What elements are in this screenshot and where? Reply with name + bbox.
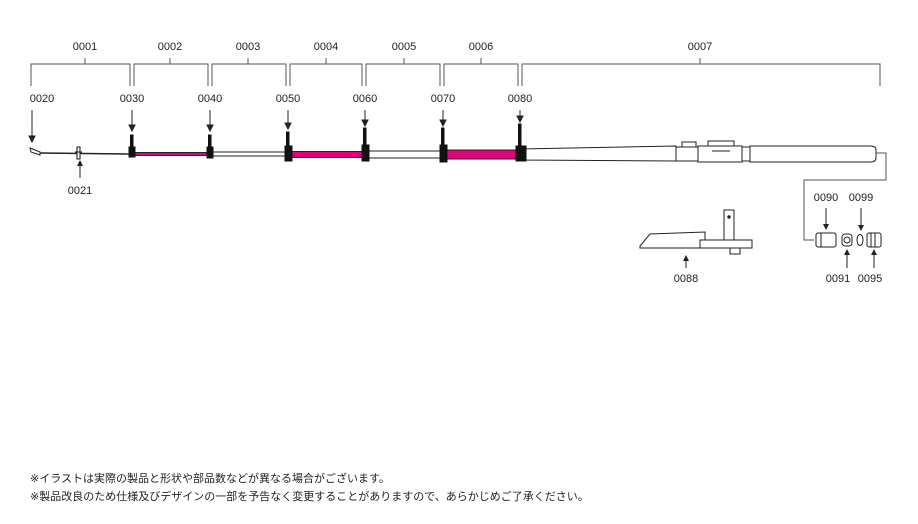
- rod-section-0003: [209, 151, 289, 157]
- section-label-0005: 0005: [392, 41, 416, 53]
- section-label-0007: 0007: [688, 41, 712, 53]
- rod-section-0005: [364, 150, 444, 159]
- rod-parts-diagram: 0001 0002 0003 0004 0005 0006 0007 0020 …: [28, 41, 887, 285]
- part-label-0090: 0090: [814, 192, 838, 204]
- section-label-0003: 0003: [236, 41, 260, 53]
- guide-label-0040: 0040: [198, 93, 222, 105]
- footnote-1: ※イラストは実際の製品と形状や部品数などが異なる場合がございます。: [30, 472, 390, 485]
- section-label-0004: 0004: [314, 41, 338, 53]
- guide-label-0060: 0060: [353, 93, 377, 105]
- section-label-0001: 0001: [73, 41, 97, 53]
- section-label-0002: 0002: [158, 41, 182, 53]
- rod-section-0002: [131, 152, 211, 156]
- part-0090: [815, 232, 837, 248]
- footnotes: ※イラストは実際の製品と形状や部品数などが異なる場合がございます。 ※製品改良の…: [30, 470, 900, 506]
- rod-section-0007: [519, 145, 677, 162]
- rod-blank: [29, 140, 877, 163]
- reel-seat-part-0088: [639, 209, 753, 255]
- guide-label-0030: 0030: [120, 93, 144, 105]
- rod-section-0006: [442, 149, 521, 160]
- part-label-0095: 0095: [858, 273, 882, 285]
- rod-guides: [75, 123, 527, 163]
- part-label-0088: 0088: [674, 273, 698, 285]
- section-label-0006: 0006: [469, 41, 493, 53]
- butt-cap-parts: [815, 232, 882, 248]
- guide-arrows: [28, 110, 524, 144]
- part-label-0091: 0091: [826, 273, 850, 285]
- part-label-0021: 0021: [68, 185, 92, 197]
- guide-label-0070: 0070: [431, 93, 455, 105]
- guide-label-0050: 0050: [276, 93, 300, 105]
- rod-section-0004: [287, 151, 366, 158]
- guide-label-0080: 0080: [508, 93, 532, 105]
- part-label-0099: 0099: [849, 192, 873, 204]
- footnote-2: ※製品改良のため仕様及びデザインの一部を予告なく変更することがありますので、あら…: [30, 490, 589, 503]
- part-0099: [856, 234, 864, 246]
- part-0095: [866, 232, 882, 248]
- butt-callout-line: [803, 152, 887, 241]
- guide-label-0020: 0020: [30, 93, 54, 105]
- section-brackets: [30, 58, 881, 86]
